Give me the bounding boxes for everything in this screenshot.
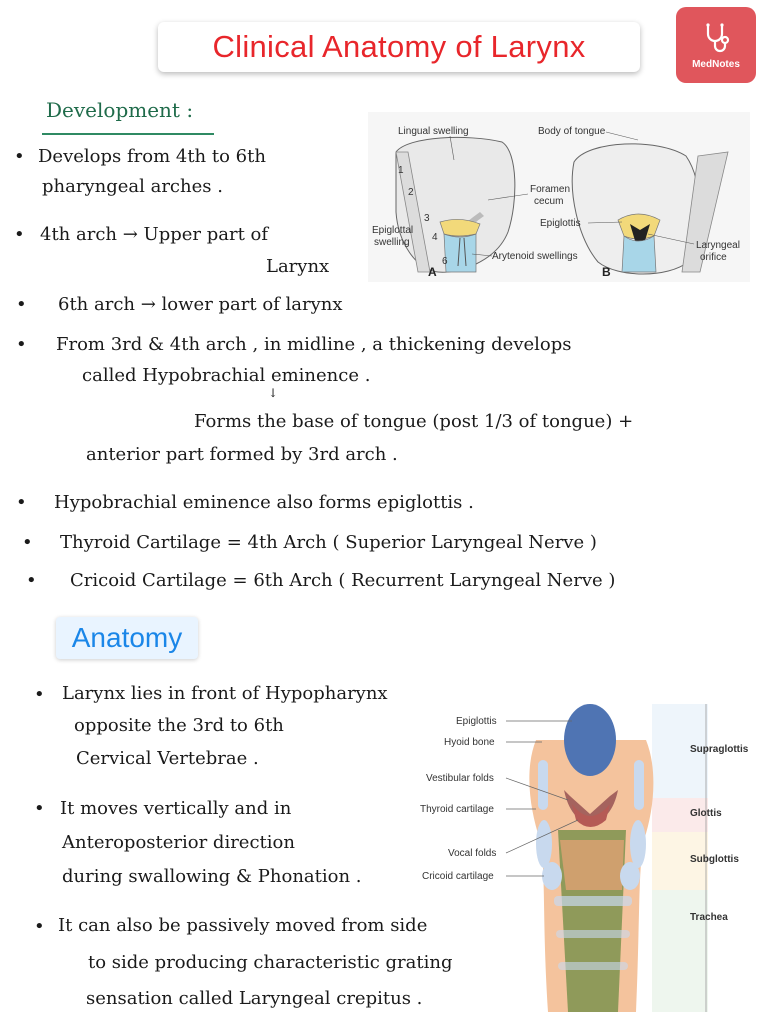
fig-num-2: 2	[408, 187, 414, 198]
anatomy-heading-card: Anatomy	[56, 617, 198, 659]
anatomy-heading: Anatomy	[71, 622, 183, 653]
dev-line-12: Cricoid Cartilage = 6th Arch ( Recurrent…	[70, 570, 616, 591]
dev-line-1: Develops from 4th to 6th	[38, 146, 266, 167]
bullet: •	[26, 570, 37, 591]
fig-label-lingual: Lingual swelling	[398, 126, 469, 137]
bullet: •	[14, 146, 25, 167]
fig-label-epiglottis: Epiglottis	[540, 218, 581, 229]
dev-line-3: 4th arch → Upper part of	[40, 224, 269, 245]
stethoscope-icon	[706, 22, 730, 52]
fig-label-cricoid: Cricoid cartilage	[422, 871, 494, 882]
dev-line-4: Larynx	[266, 256, 330, 277]
fig-label-epiglottal-2: swelling	[374, 237, 410, 248]
page-title: Clinical Anatomy of Larynx	[212, 29, 586, 64]
bullet: •	[16, 492, 27, 513]
fig-label-laryngeal-2: orifice	[700, 252, 727, 263]
tongue-development-figure: Lingual swelling 1 2 3 4 6 Epiglottal sw…	[368, 112, 750, 282]
anat-line-1: Larynx lies in front of Hypopharynx	[62, 683, 388, 704]
fig-label-supraglottis: Supraglottis	[690, 744, 749, 755]
fig-label-body-tongue: Body of tongue	[538, 126, 606, 137]
larynx-anatomy-figure: Epiglottis Hyoid bone Vestibular folds T…	[420, 704, 749, 1012]
fig-label-arytenoid: Arytenoid swellings	[492, 251, 578, 262]
heading-underline	[42, 133, 214, 135]
dev-line-9: anterior part formed by 3rd arch .	[86, 444, 398, 465]
fig-num-4: 4	[432, 232, 438, 243]
logo-brand: MedNotes	[692, 58, 740, 70]
fig-label-epiglottal-1: Epiglottal	[372, 225, 413, 236]
development-heading: Development :	[46, 98, 194, 122]
title-card: Clinical Anatomy of Larynx	[158, 22, 640, 72]
mednotes-logo: MedNotes	[676, 7, 756, 83]
dev-line-5: 6th arch → lower part of larynx	[58, 294, 343, 315]
fig-label-hyoid: Hyoid bone	[444, 737, 495, 748]
bullet: •	[34, 916, 45, 937]
anat-line-4: It moves vertically and in	[60, 798, 292, 819]
fig-num-3: 3	[424, 213, 430, 224]
dev-line-11: Thyroid Cartilage = 4th Arch ( Superior …	[60, 532, 597, 553]
fig-label-foramen-1: Foramen	[530, 184, 570, 195]
bullet: •	[34, 798, 45, 819]
anat-line-6: during swallowing & Phonation .	[62, 866, 362, 887]
bullet: •	[22, 532, 33, 553]
anat-line-7: It can also be passively moved from side	[58, 915, 428, 936]
dev-line-7: called Hypobrachial eminence .	[82, 365, 371, 386]
fig-num-6: 6	[442, 256, 448, 267]
fig-label-epiglottis-b: Epiglottis	[456, 716, 497, 727]
fig-label-trachea: Trachea	[690, 912, 728, 923]
dev-line-2: pharyngeal arches .	[42, 176, 223, 197]
down-arrow: ↓	[268, 386, 279, 400]
dev-line-6: From 3rd & 4th arch , in midline , a thi…	[56, 334, 572, 355]
anat-line-8: to side producing characteristic grating	[88, 952, 453, 973]
anat-line-5: Anteroposterior direction	[62, 832, 295, 853]
anat-line-3: Cervical Vertebrae .	[76, 748, 259, 769]
anat-line-2: opposite the 3rd to 6th	[74, 715, 284, 736]
fig-letter-a: A	[428, 265, 437, 279]
bullet: •	[16, 334, 27, 355]
bullet: •	[14, 224, 25, 245]
fig-label-vocal: Vocal folds	[448, 848, 496, 859]
fig-label-glottis: Glottis	[690, 808, 722, 819]
fig-num-1: 1	[398, 165, 404, 176]
fig-label-foramen-2: cecum	[534, 196, 563, 207]
anat-line-9: sensation called Laryngeal crepitus .	[86, 988, 423, 1009]
dev-line-8: Forms the base of tongue (post 1/3 of to…	[194, 411, 634, 432]
fig-label-subglottis: Subglottis	[690, 854, 739, 865]
bullet: •	[16, 294, 27, 315]
bullet: •	[34, 684, 45, 705]
dev-line-10: Hypobrachial eminence also forms epiglot…	[54, 492, 474, 513]
fig-label-laryngeal-1: Laryngeal	[696, 240, 740, 251]
fig-letter-b: B	[602, 265, 611, 279]
fig-label-thyroid: Thyroid cartilage	[420, 804, 494, 815]
fig-label-vestibular: Vestibular folds	[426, 773, 494, 784]
